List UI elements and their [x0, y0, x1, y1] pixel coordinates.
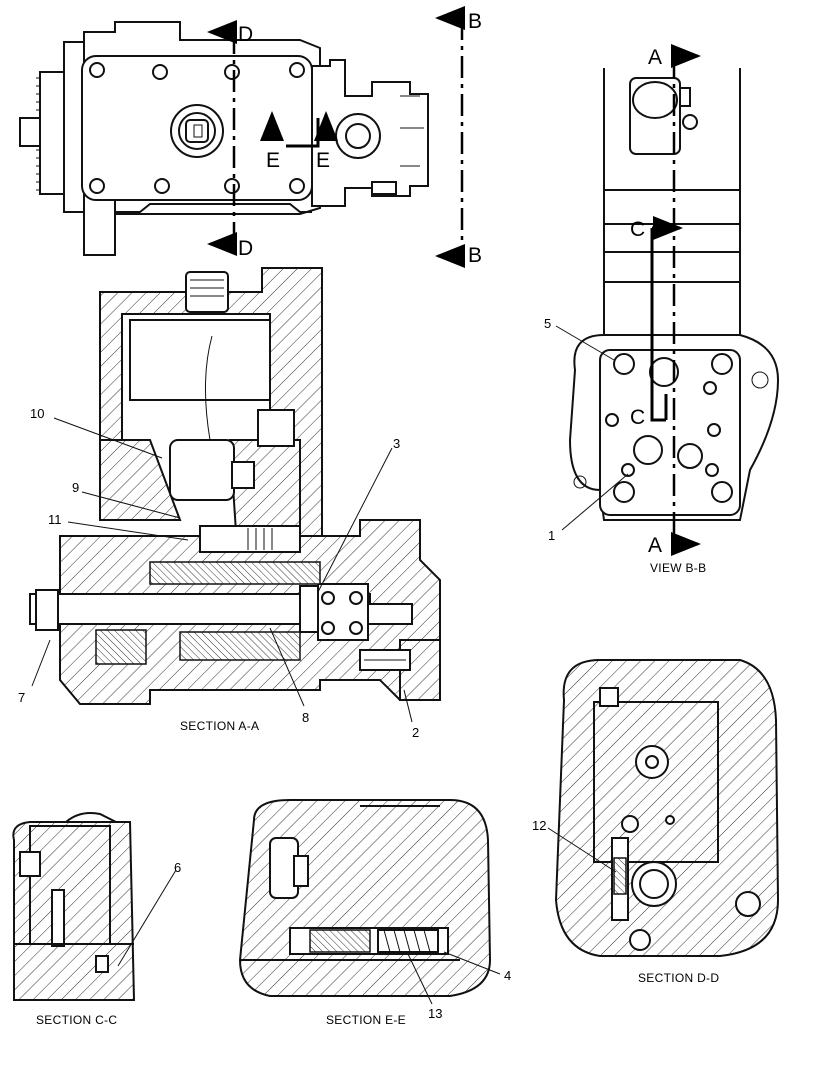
cut-label-e-left: E [266, 149, 280, 172]
section-aa [29, 267, 441, 705]
plate-bolts [605, 353, 733, 503]
cut-line-e: E E [260, 111, 338, 172]
callout-8: 8 [302, 710, 309, 725]
callout-3: 3 [393, 436, 400, 451]
cut-label-c-bottom: C [630, 406, 645, 429]
callout-1: 1 [548, 528, 555, 543]
cut-line-a: A A [648, 44, 701, 557]
callout-2: 2 [412, 725, 419, 740]
cut-label-c-top: C [630, 218, 645, 241]
cut-line-d: D D [207, 20, 253, 260]
cut-label-b-bottom: B [468, 244, 482, 267]
callout-11: 11 [48, 512, 62, 527]
caption-section-dd: SECTION D-D [638, 971, 719, 985]
cut-line-c: C C [630, 216, 683, 429]
section-cc [12, 812, 136, 1001]
callout-10: 10 [30, 406, 44, 421]
cut-label-b-top: B [468, 10, 482, 33]
callout-5: 5 [544, 316, 551, 331]
caption-section-aa: SECTION A-A [180, 719, 259, 733]
caption-view-bb: VIEW B-B [650, 561, 706, 575]
cut-label-a-bottom: A [648, 534, 662, 557]
caption-section-cc: SECTION C-C [36, 1013, 117, 1027]
section-dd [554, 659, 780, 957]
callout-7: 7 [18, 690, 25, 705]
housing-bolts [89, 62, 305, 194]
cut-label-d-bottom: D [238, 237, 253, 260]
cut-line-b: B B [435, 5, 482, 268]
callout-13: 13 [428, 1006, 442, 1021]
cut-label-e-right: E [316, 149, 330, 172]
caption-section-ee: SECTION E-E [326, 1013, 406, 1027]
callout-12: 12 [532, 818, 546, 833]
pump-top-view [19, 21, 429, 256]
cut-label-d-top: D [238, 23, 253, 46]
section-ee [238, 799, 492, 997]
callout-6: 6 [174, 860, 181, 875]
callout-9: 9 [72, 480, 79, 495]
callout-4: 4 [504, 968, 511, 983]
cut-label-a-top: A [648, 46, 662, 69]
